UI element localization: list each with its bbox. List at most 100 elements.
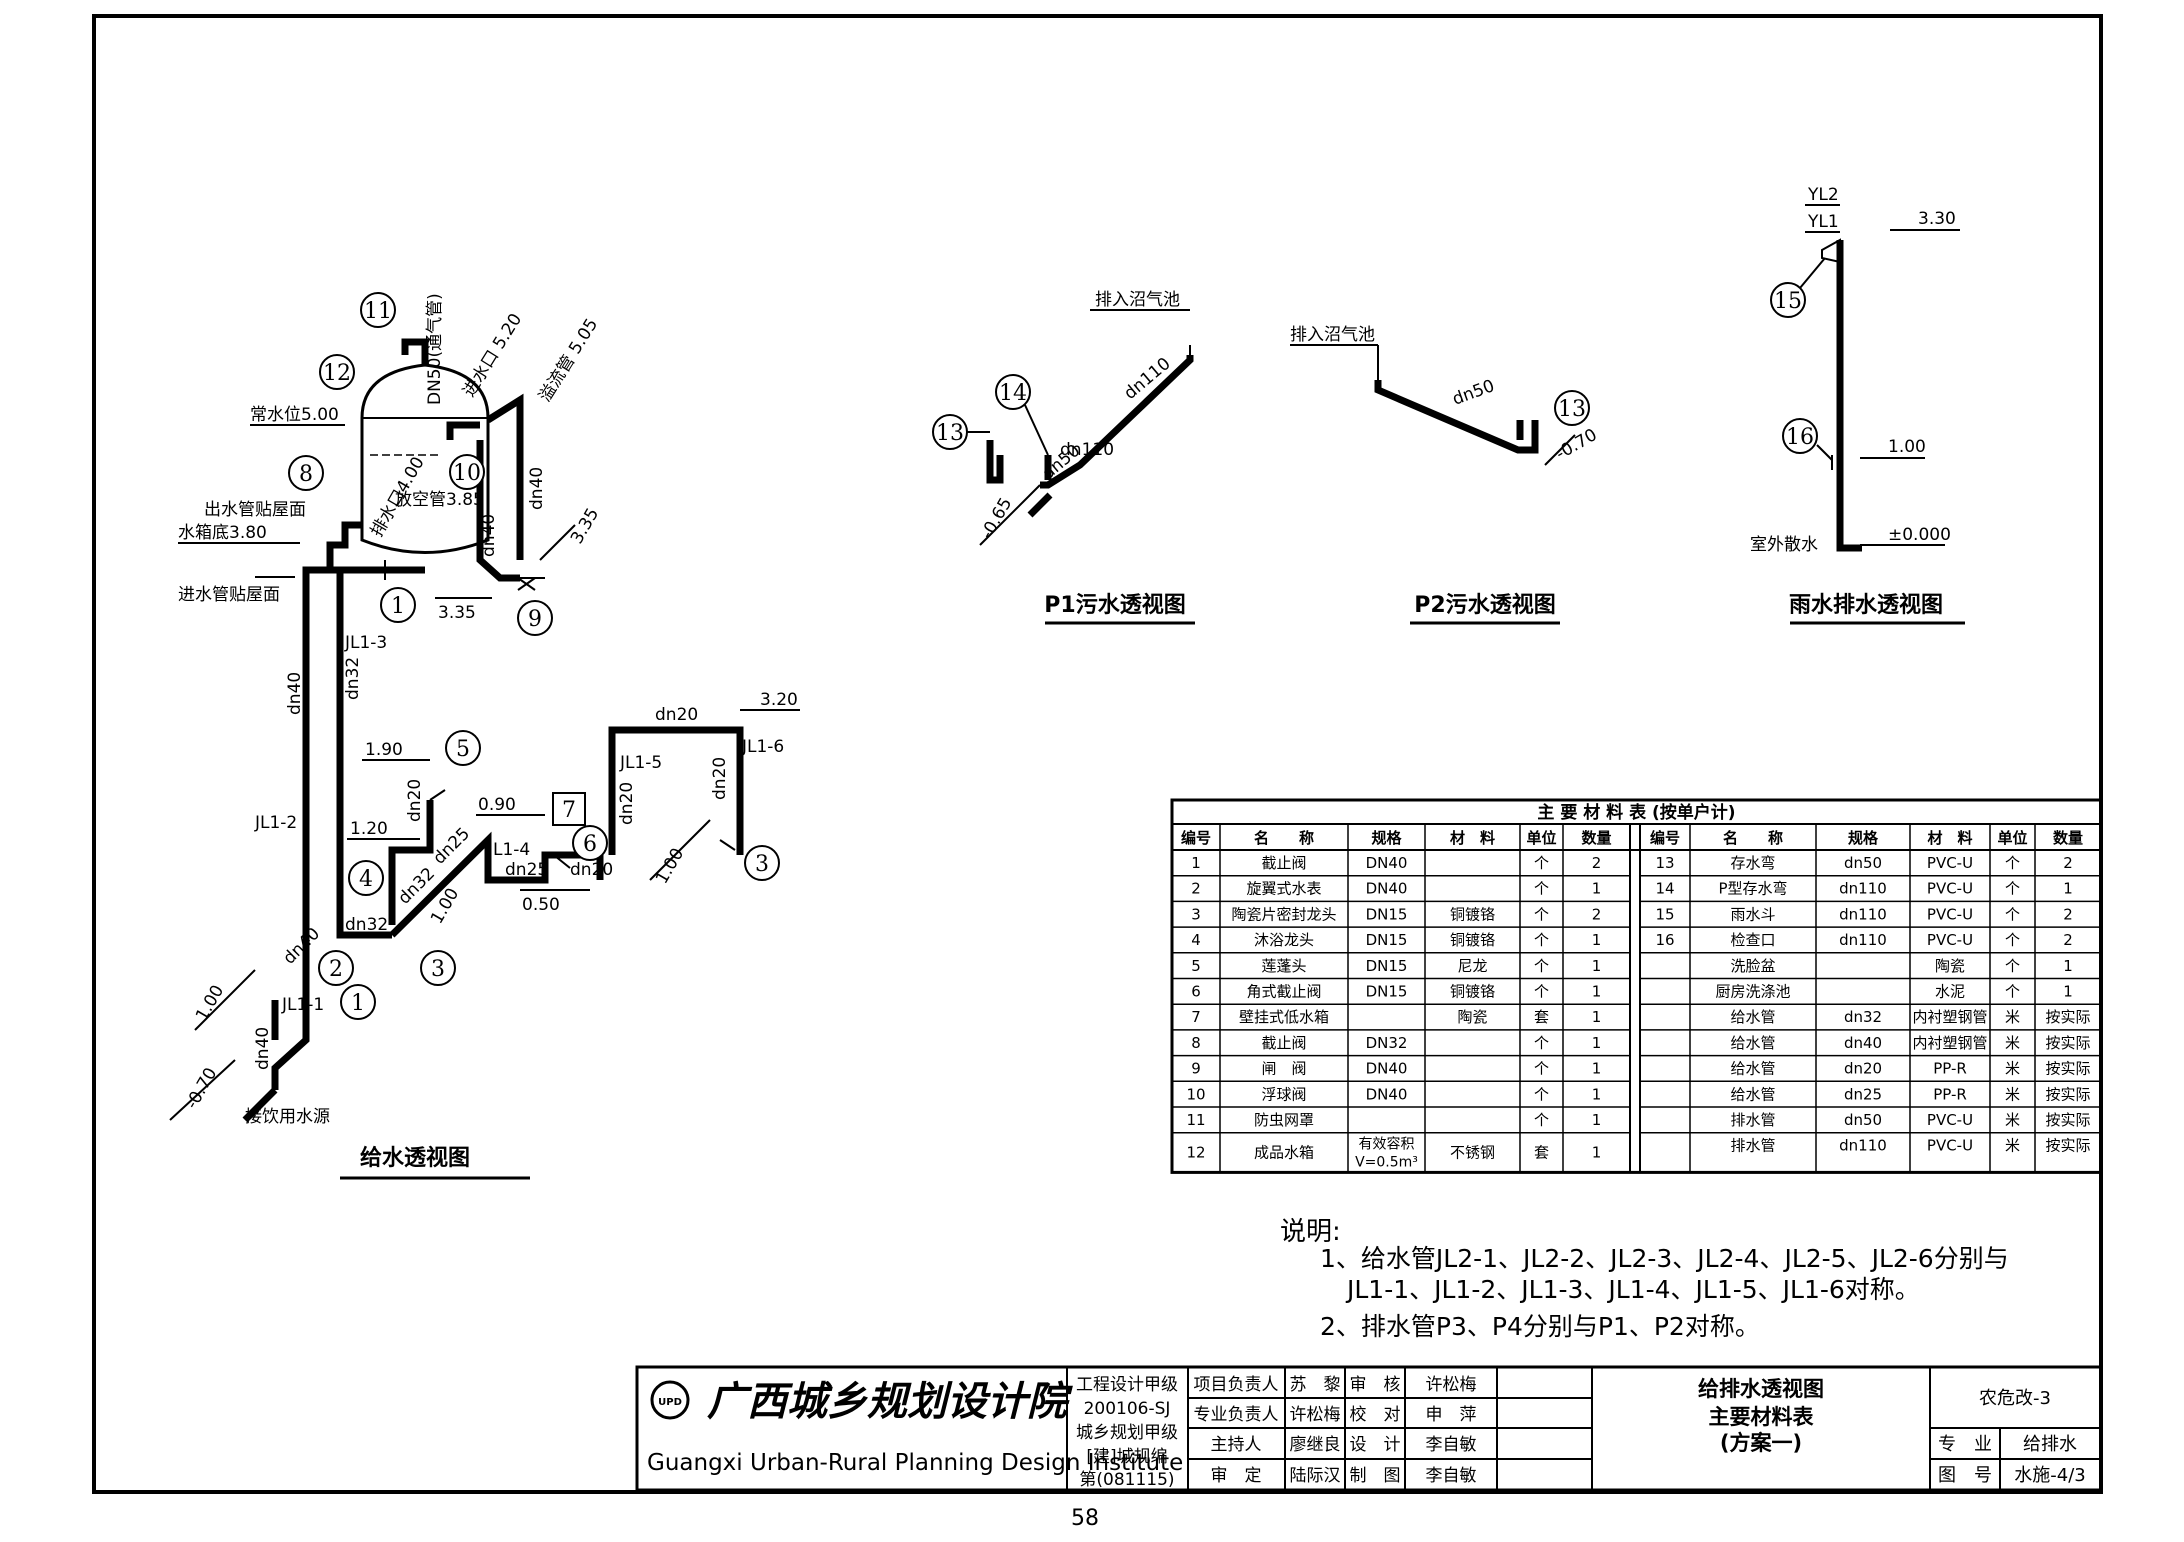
p1-to-pool: 排入沼气池 (1095, 290, 1180, 310)
right-row-9-c3: PP-R (1933, 1085, 1967, 1103)
el-120: 1.20 (350, 819, 388, 839)
discipline-value: 给排水 (2023, 1434, 2077, 1455)
left-row-10-c1: 防虫网罩 (1254, 1111, 1314, 1129)
rain-marker-16: 16 (1786, 425, 1814, 450)
left-row-5-c5: 1 (1592, 983, 1602, 1001)
supply-diagram: 11 12 8 10 1 9 5 7 6 4 3 2 1 3 DN50(通气管)… (169, 292, 800, 1180)
right-row-5-c4: 个 (2005, 983, 2020, 1001)
el-100-b: 1.00 (652, 845, 688, 888)
right-row-2-c4: 个 (2005, 905, 2020, 923)
jl13-label: JL1-3 (344, 633, 387, 653)
dn40-right: dn40 (527, 467, 547, 510)
rain-el-000: ±0.000 (1888, 525, 1951, 545)
el-050: 0.50 (522, 895, 560, 915)
right-row-10-c5: 按实际 (2045, 1111, 2090, 1129)
discipline-label: 专 业 (1938, 1434, 1992, 1455)
right-row-9-c2: dn25 (1844, 1085, 1882, 1103)
right-row-11-c5: 按实际 (2045, 1137, 2090, 1155)
marker-2: 2 (329, 957, 343, 982)
right-row-11-c4: 米 (2005, 1137, 2020, 1155)
logo-text: UPD (658, 1397, 682, 1408)
el-190: 1.90 (365, 740, 403, 760)
normal-level-label: 常水位5.00 (250, 405, 339, 425)
left-row-10-c4: 个 (1534, 1111, 1549, 1129)
left-row-7-c0: 8 (1191, 1034, 1201, 1052)
notes-heading: 说明: (1280, 1217, 1341, 1247)
marker-1b: 1 (351, 991, 365, 1016)
left-row-2-c2: DN15 (1366, 905, 1408, 923)
role-0-1: 苏 黎 (1290, 1375, 1341, 1395)
right-row-8-c2: dn20 (1844, 1060, 1882, 1078)
right-row-1-c1: P型存水弯 (1718, 880, 1787, 898)
left-row-3-c4: 个 (1534, 931, 1549, 949)
right-row-6-c3: 内衬塑钢管 (1912, 1008, 1987, 1026)
el-070: -0.70 (182, 1064, 221, 1112)
right-row-3-c5: 2 (2063, 931, 2073, 949)
marker-4: 4 (359, 867, 373, 892)
left-row-6-c5: 1 (1592, 1008, 1602, 1026)
role-3-2: 制 图 (1350, 1466, 1401, 1486)
p2-el-070: -0.70 (1553, 425, 1601, 464)
right-row-4-c4: 个 (2005, 957, 2020, 975)
supply-diagram-title: 给水透视图 (360, 1145, 470, 1171)
right-row-5-c1: 厨房洗涤池 (1715, 983, 1790, 1001)
right-row-8-c4: 米 (2005, 1060, 2020, 1078)
right-row-7-c1: 给水管 (1730, 1034, 1775, 1052)
marker-12: 12 (323, 361, 351, 386)
left-row-4-c5: 1 (1592, 957, 1602, 975)
right-row-0-c2: dn50 (1844, 854, 1882, 872)
dn20-vertical: dn20 (617, 782, 637, 825)
right-row-1-c0: 14 (1655, 880, 1674, 898)
left-row-8-c5: 1 (1592, 1060, 1602, 1078)
header-left-c2: 规格 (1371, 829, 1402, 847)
dn40-b: dn40 (479, 514, 499, 557)
right-row-2-c5: 2 (2063, 905, 2073, 923)
left-row-7-c1: 截止阀 (1261, 1034, 1306, 1052)
dn20-a: dn20 (405, 779, 425, 822)
left-row-0-c4: 个 (1534, 854, 1549, 872)
left-row-2-c5: 2 (1592, 905, 1602, 923)
header-left-c3: 材 料 (1450, 829, 1495, 847)
left-row-10-c5: 1 (1592, 1111, 1602, 1129)
jl15-label: JL1-5 (619, 753, 662, 773)
right-row-5-c5: 1 (2063, 983, 2073, 1001)
cert-1: 工程设计甲级 (1076, 1375, 1178, 1395)
left-row-7-c5: 1 (1592, 1034, 1602, 1052)
right-row-10-c2: dn50 (1844, 1111, 1882, 1129)
header-right-c4: 单位 (1997, 829, 2027, 847)
marker-3a: 3 (431, 957, 445, 982)
left-row-1-c1: 旋翼式水表 (1246, 880, 1321, 898)
el-335-left: 3.35 (438, 603, 476, 623)
left-row-9-c2: DN40 (1366, 1085, 1408, 1103)
left-row-2-c0: 3 (1191, 905, 1201, 923)
role-2-2: 设 计 (1350, 1435, 1401, 1455)
left-row-0-c0: 1 (1191, 854, 1201, 872)
right-row-10-c4: 米 (2005, 1111, 2020, 1129)
marker-9: 9 (528, 607, 542, 632)
project-code: 农危改-3 (1979, 1388, 2051, 1409)
left-row-9-c5: 1 (1592, 1085, 1602, 1103)
dn40-d: dn40 (253, 1027, 273, 1070)
marker-8: 8 (299, 462, 313, 487)
left-row-0-c1: 截止阀 (1261, 854, 1306, 872)
marker-10: 10 (453, 461, 481, 486)
marker-5: 5 (456, 737, 470, 762)
left-row-10-c0: 11 (1186, 1111, 1205, 1129)
right-row-8-c3: PP-R (1933, 1060, 1967, 1078)
p2-diagram: 排入沼气池 dn50 13 -0.70 P2污水透视图 (1290, 325, 1601, 625)
left-row-1-c4: 个 (1534, 880, 1549, 898)
role-2-3: 李自敏 (1426, 1435, 1477, 1455)
notes-line1: 1、给水管JL2-1、JL2-2、JL2-3、JL2-4、JL2-5、JL2-6… (1320, 1244, 2009, 1273)
right-row-2-c2: dn110 (1839, 905, 1887, 923)
p1-marker-14: 14 (999, 381, 1027, 406)
right-row-7-c2: dn40 (1844, 1034, 1882, 1052)
left-row-9-c0: 10 (1186, 1085, 1205, 1103)
left-row-6-c0: 7 (1191, 1008, 1201, 1026)
right-row-0-c0: 13 (1655, 854, 1674, 872)
page-number: 58 (1071, 1506, 1099, 1531)
marker-6: 6 (583, 832, 597, 857)
material-table: 主 要 材 料 表 (按单户计)编号名 称规格材 料单位数量编号名 称规格材 料… (1170, 798, 2103, 1174)
right-row-6-c1: 给水管 (1730, 1008, 1775, 1026)
water-source-label: 接饮用水源 (245, 1107, 330, 1127)
